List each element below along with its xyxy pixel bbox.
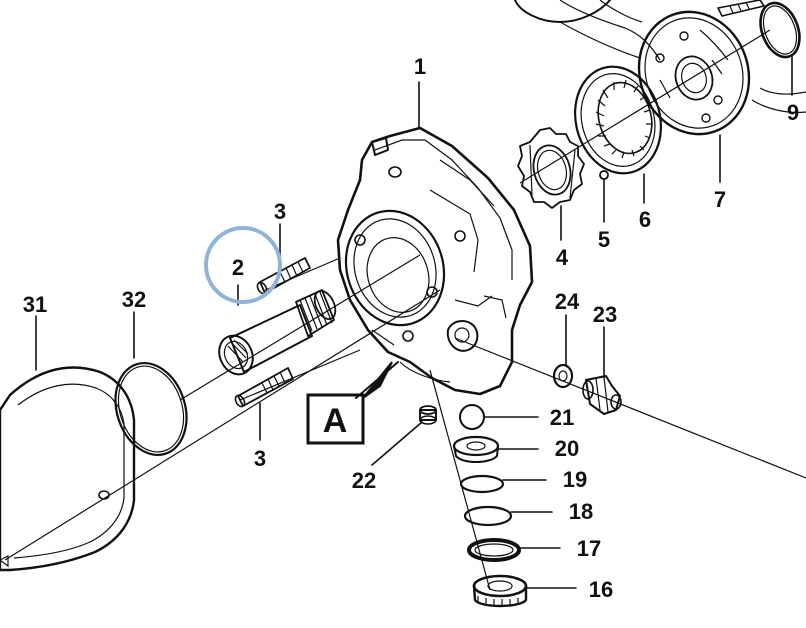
part-4-small-gear [517,127,585,209]
callout-24: 24 [555,289,580,314]
callout-5: 5 [598,227,610,252]
view-marker-a: A [306,361,399,445]
part-21-ball [459,404,485,430]
part-22-plug [419,405,437,425]
callout-31: 31 [23,292,47,317]
callout-32: 32 [122,287,146,312]
callout-7: 7 [714,187,726,212]
callout-22: 22 [352,468,376,493]
leader-lines [35,55,793,589]
callout-16: 16 [589,577,613,602]
callout-6: 6 [639,207,651,232]
callout-19: 19 [563,467,587,492]
view-marker-a-label: A [323,402,348,440]
callout-1: 1 [414,54,426,79]
part-7-end-plate [637,10,751,136]
part-16-plug-cap [472,574,528,608]
callout-3-upper: 3 [274,199,286,224]
top-bolt-fragment [717,0,765,17]
part-3-upper-stud [256,257,311,295]
part-19-o-ring [459,474,505,494]
part-24-washer [552,363,574,389]
part-9-o-ring [759,1,801,59]
callout-18: 18 [569,499,593,524]
assembly-axis-lines [4,29,806,591]
part-3-lower-stud [234,367,294,408]
callout-23: 23 [593,302,617,327]
part-18-o-ring [463,505,513,527]
highlight-circle [204,226,282,304]
part-2-splined-sleeve [218,289,337,376]
part-1-pump-housing [336,126,534,396]
part-23-fitting [582,375,622,415]
callout-labels: 1 2 3 3 4 5 6 7 9 16 17 18 19 20 21 22 2… [23,54,799,602]
part-6-ring-gear [573,65,663,175]
callout-4: 4 [556,245,569,270]
callout-21: 21 [550,405,574,430]
part-17-seal-ring [467,538,521,562]
callout-3-lower: 3 [254,446,266,471]
part-32-large-o-ring [114,361,188,457]
background-housing-fragment [514,0,806,114]
part-31-end-cover [0,366,136,572]
part-20-seat [452,435,500,463]
callout-17: 17 [577,536,601,561]
callout-9: 9 [787,100,799,125]
part-5-pin [599,170,609,180]
callout-2: 2 [232,255,244,280]
callout-20: 20 [555,436,579,461]
